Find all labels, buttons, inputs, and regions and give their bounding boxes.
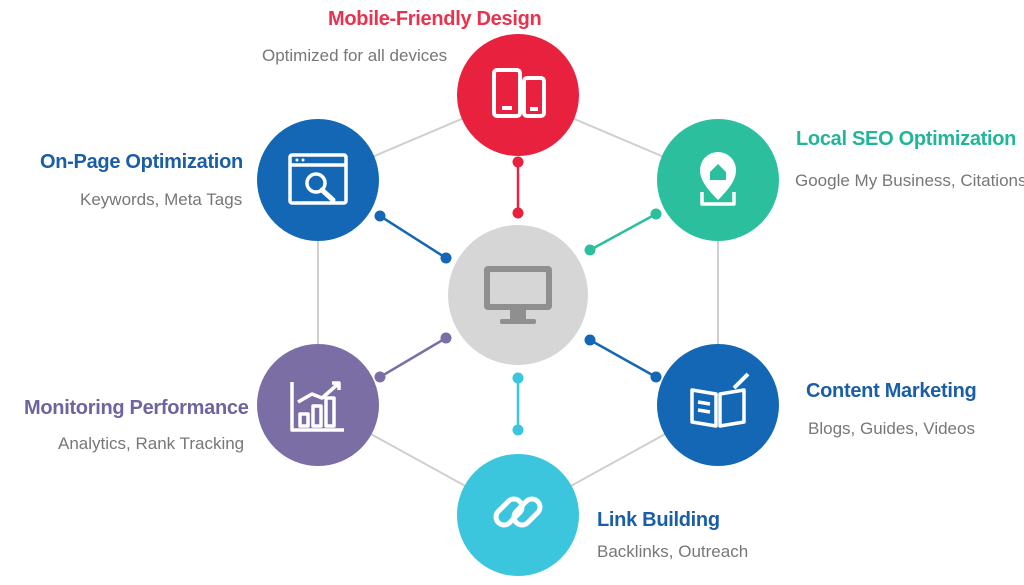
spoke-content-marketing — [589, 338, 657, 379]
open-book-icon — [690, 372, 750, 428]
spoke-dot-monitoring-performance-outer — [374, 371, 386, 383]
title-content-marketing: Content Marketing — [806, 380, 977, 402]
spoke-monitoring-performance — [379, 336, 447, 379]
desc-mobile-friendly-design: Optimized for all devices — [262, 46, 448, 65]
browser-search-icon — [288, 153, 348, 205]
title-on-page-optimization: On-Page Optimization — [40, 151, 243, 173]
spoke-dot-on-page-optimization-outer — [374, 210, 386, 222]
spoke-dot-local-seo-optimization-outer — [650, 208, 662, 220]
title-local-seo-optimization: Local SEO Optimization — [796, 128, 1017, 150]
desc-on-page-optimization: Keywords, Meta Tags — [80, 190, 243, 209]
chain-link-icon — [493, 496, 543, 528]
center-hub — [448, 225, 588, 365]
spoke-dot-link-building-inner — [512, 372, 524, 384]
spoke-on-page-optimization — [379, 214, 447, 260]
desc-local-seo-optimization: Google My Business, Citations — [795, 171, 1024, 190]
spoke-dot-mobile-friendly-design-outer — [512, 156, 524, 168]
node-monitoring-performance — [257, 344, 379, 466]
spoke-dot-content-marketing-inner — [584, 334, 596, 346]
spoke-dot-content-marketing-outer — [650, 371, 662, 383]
monitor-icon — [484, 266, 552, 324]
title-link-building: Link Building — [597, 509, 720, 531]
growth-chart-icon — [290, 381, 344, 432]
spoke-dot-local-seo-optimization-inner — [584, 244, 596, 256]
node-local-seo-optimization — [657, 119, 779, 241]
node-content-marketing — [657, 344, 779, 466]
title-mobile-friendly-design: Mobile-Friendly Design — [328, 8, 542, 30]
desc-link-building: Backlinks, Outreach — [597, 542, 749, 561]
spoke-dot-mobile-friendly-design-inner — [512, 207, 524, 219]
desc-monitoring-performance: Analytics, Rank Tracking — [58, 434, 245, 453]
location-home-icon — [700, 152, 736, 206]
spoke-dot-on-page-optimization-inner — [440, 252, 452, 264]
title-monitoring-performance: Monitoring Performance — [24, 397, 249, 419]
spoke-dot-monitoring-performance-inner — [440, 332, 452, 344]
spoke-dot-link-building-outer — [512, 424, 524, 436]
node-link-building — [457, 454, 579, 576]
spoke-local-seo-optimization — [589, 212, 657, 252]
node-mobile-friendly-design — [457, 34, 579, 156]
mobile-devices-icon — [492, 68, 546, 118]
node-on-page-optimization — [257, 119, 379, 241]
desc-content-marketing: Blogs, Guides, Videos — [808, 419, 975, 438]
